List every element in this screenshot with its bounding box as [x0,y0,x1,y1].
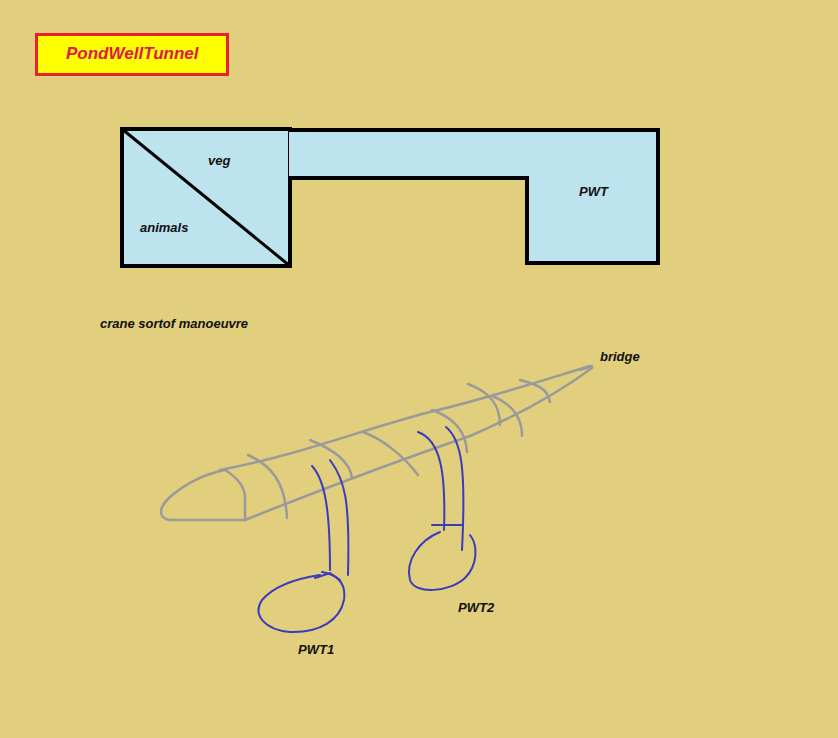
tunnel-outline [289,130,658,263]
hook-clip [432,524,462,526]
part-name: bridge [600,349,640,365]
bridge-rib [248,455,287,518]
bridge-rib [468,384,500,425]
bridge-rib [492,396,522,436]
hook-cable [446,427,463,550]
part-name: PWT2 [458,600,494,616]
tunnel-shape: PWT [289,128,661,266]
hook-sketch [259,427,476,632]
box-outline [122,129,290,266]
bridge-top-edge [220,366,590,470]
title-box: PondWellTunnel [35,33,229,76]
note-text: crane sortof manoeuvre [100,316,248,332]
bridge-nose [161,470,245,520]
part-name: PWT1 [298,642,334,658]
node-outline [120,127,292,268]
hook-load [409,532,475,590]
hook-clip [315,573,340,580]
title-text: PondWellTunnel [38,36,226,64]
hook-load [259,572,345,632]
bridge-rib [520,380,550,402]
region-label: animals [140,220,188,236]
hook-cable [418,432,444,530]
tunnel-fill [289,130,658,263]
divider-line [122,129,290,266]
region-label: veg [208,153,230,169]
bridge-sketch [161,366,592,520]
bridge-bottom-edge [245,368,592,520]
hook-cable [330,460,348,575]
habitat-box: veg animals [120,127,292,268]
region-label: PWT [579,184,608,200]
hook-cable [312,466,330,570]
bridge-rib [363,432,418,475]
bridge-tip [580,366,592,370]
